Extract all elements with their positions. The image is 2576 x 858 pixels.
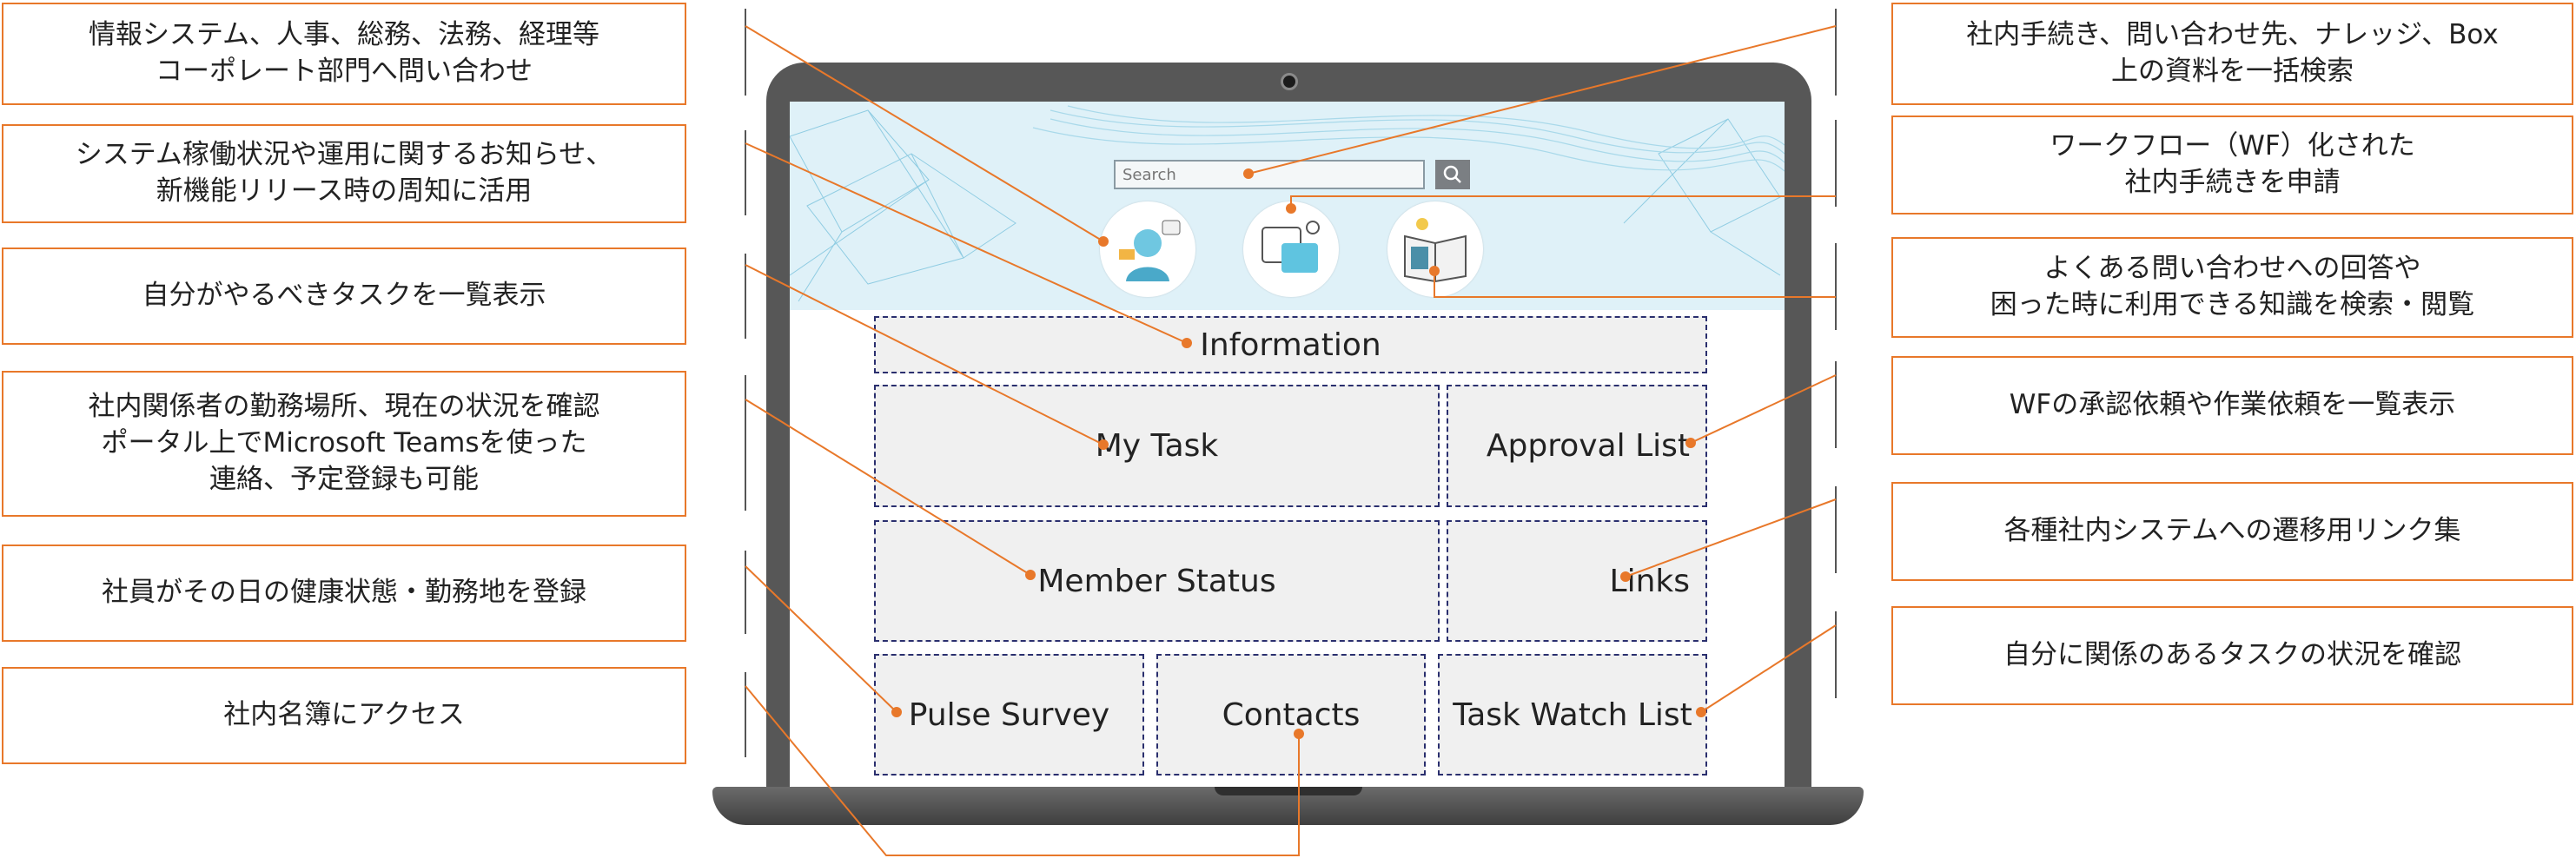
knowledge-book-icon[interactable] — [1387, 201, 1483, 297]
pulse-survey-tile[interactable]: Pulse Survey — [874, 654, 1144, 776]
laptop-notch — [1215, 787, 1362, 795]
member-status-tile[interactable]: Member Status — [874, 520, 1440, 642]
approval-list-tile[interactable]: Approval List — [1447, 385, 1707, 507]
helpdesk-icon[interactable] — [1100, 201, 1195, 297]
workflow-icon[interactable] — [1243, 201, 1339, 297]
callout-inquiry: 情報システム、人事、総務、法務、経理等 コーポレート部門へ問い合わせ — [2, 3, 686, 105]
callout-member-status: 社内関係者の勤務場所、現在の状況を確認 ポータル上でMicrosoft Team… — [2, 371, 686, 517]
callout-task-watch-list: 自分に関係のあるタスクの状況を確認 — [1891, 606, 2573, 705]
search-input[interactable] — [1114, 160, 1425, 189]
information-tile[interactable]: Information — [874, 316, 1707, 373]
callout-my-task: 自分がやるべきタスクを一覧表示 — [2, 248, 686, 345]
callout-search: 社内手続き、問い合わせ先、ナレッジ、Box 上の資料を一括検索 — [1891, 3, 2573, 105]
webcam-icon — [1281, 73, 1298, 90]
callout-workflow: ワークフロー（WF）化された 社内手続きを申請 — [1891, 116, 2573, 214]
callout-pulse-survey: 社員がその日の健康状態・勤務地を登録 — [2, 544, 686, 642]
task-watch-list-tile[interactable]: Task Watch List — [1438, 654, 1707, 776]
callout-approval-list: WFの承認依頼や作業依頼を一覧表示 — [1891, 356, 2573, 455]
links-tile[interactable]: Links — [1447, 520, 1707, 642]
callout-contacts: 社内名簿にアクセス — [2, 667, 686, 764]
my-task-tile[interactable]: My Task — [874, 385, 1440, 507]
contacts-tile[interactable]: Contacts — [1156, 654, 1426, 776]
callout-information: システム稼働状況や運用に関するお知らせ、 新機能リリース時の周知に活用 — [2, 124, 686, 223]
callout-knowledge: よくある問い合わせへの回答や 困った時に利用できる知識を検索・閲覧 — [1891, 237, 2573, 338]
callout-links: 各種社内システムへの遷移用リンク集 — [1891, 482, 2573, 581]
search-icon — [1443, 165, 1461, 183]
search-button[interactable] — [1435, 160, 1470, 189]
